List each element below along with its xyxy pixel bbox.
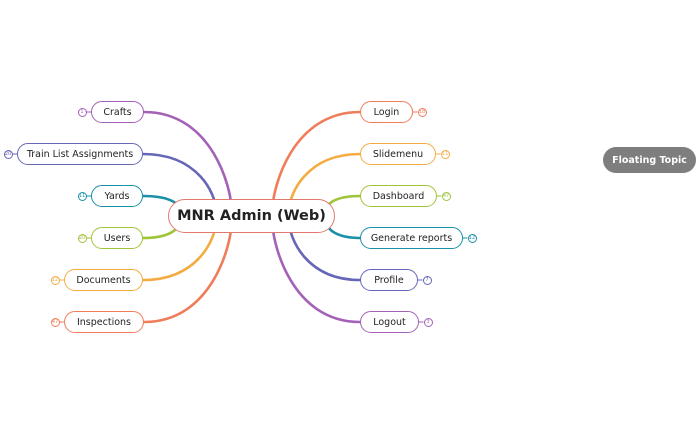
branch-documents[interactable]: Documents (64, 269, 143, 291)
connector-left-4 (141, 225, 217, 282)
collapse-badge-yards[interactable]: 11 (77, 191, 87, 201)
branch-yards[interactable]: Yards (91, 185, 143, 207)
central-topic[interactable]: MNR Admin (Web) (168, 199, 335, 233)
branch-crafts[interactable]: Crafts (91, 101, 144, 123)
collapse-badge-slidemenu[interactable]: 11 (440, 149, 450, 159)
branch-login[interactable]: Login (360, 101, 413, 123)
floating-topic[interactable]: Floating Topic (603, 147, 696, 173)
connector-right-3 (326, 224, 362, 240)
branch-inspections[interactable]: Inspections (64, 311, 144, 333)
connector-right-5 (271, 225, 362, 324)
connector-left-0 (142, 110, 233, 207)
branch-train-list-assignments[interactable]: Train List Assignments (17, 143, 143, 165)
branch-profile[interactable]: Profile (360, 269, 418, 291)
collapse-badge-documents[interactable]: 12 (50, 275, 60, 285)
connector-right-0 (271, 110, 362, 207)
connector-right-4 (288, 225, 362, 282)
collapse-badge-dashboard[interactable]: 47 (441, 191, 451, 201)
collapse-badge-inspections[interactable]: 47 (50, 317, 60, 327)
branch-generate-reports[interactable]: Generate reports (360, 227, 463, 249)
connector-right-2 (326, 194, 362, 208)
collapse-badge-users[interactable]: 20 (77, 233, 87, 243)
branch-logout[interactable]: Logout (360, 311, 419, 333)
collapse-badge-login[interactable]: 18 (417, 107, 427, 117)
branch-users[interactable]: Users (91, 227, 143, 249)
branch-dashboard[interactable]: Dashboard (360, 185, 437, 207)
collapse-badge-profile[interactable]: 7 (422, 275, 432, 285)
branch-slidemenu[interactable]: Slidemenu (360, 143, 436, 165)
collapse-badge-train-list-assignments[interactable]: 20 (3, 149, 13, 159)
connector-left-5 (142, 225, 233, 324)
collapse-badge-logout[interactable]: 3 (423, 317, 433, 327)
collapse-badge-crafts[interactable]: 1 (77, 107, 87, 117)
collapse-badge-generate-reports[interactable]: 12 (467, 233, 477, 243)
